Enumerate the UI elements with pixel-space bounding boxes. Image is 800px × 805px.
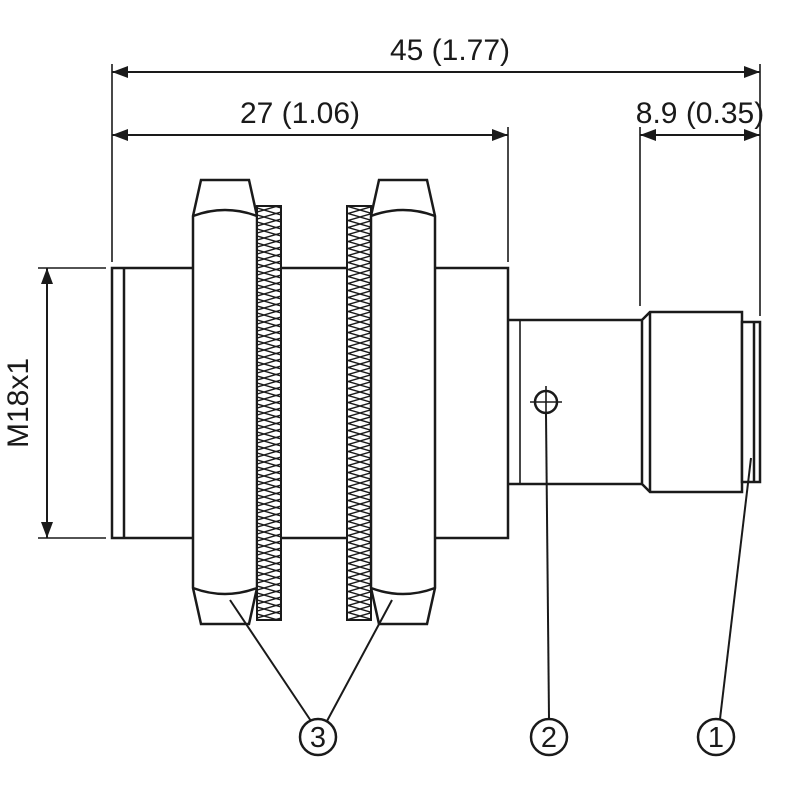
arrowhead-top-m18 xyxy=(41,268,53,284)
callout-1-label: 1 xyxy=(708,722,724,754)
hex-nut-1 xyxy=(191,178,259,626)
callout-1-leader-line xyxy=(719,457,752,720)
led-hole-centerlines xyxy=(530,386,562,418)
arrowhead-bottom-m18 xyxy=(41,522,53,538)
arrowhead-right-45 xyxy=(744,66,760,78)
callout-2-leader-line xyxy=(545,413,550,719)
hex-nut-2-facet-lines xyxy=(370,208,436,596)
callout-3: 3 xyxy=(229,599,393,757)
arrowhead-right-27 xyxy=(492,129,508,141)
extension-lines-45 xyxy=(111,64,761,316)
dimension-total-length: 45 (1.77) xyxy=(111,34,761,316)
arrowhead-left-89 xyxy=(640,129,656,141)
dimension-label-total-length: 45 (1.77) xyxy=(390,34,510,67)
sensor-body xyxy=(110,178,762,626)
callout-3-label: 3 xyxy=(310,722,326,754)
callout-2: 2 xyxy=(529,413,569,757)
callout-2-circle xyxy=(529,717,569,757)
connector-cap xyxy=(740,320,762,484)
lock-washer-2 xyxy=(346,205,372,621)
connector-block xyxy=(640,310,744,494)
neck-cylinder xyxy=(508,318,642,486)
dimension-label-connector-length: 8.9 (0.35) xyxy=(636,97,764,130)
extension-lines-m18 xyxy=(38,267,106,539)
dimension-thread: M18x1 xyxy=(2,267,106,539)
dimension-body-length: 27 (1.06) xyxy=(112,97,509,262)
arrowhead-left-45 xyxy=(112,66,128,78)
hex-nut-2 xyxy=(369,178,437,626)
arrowhead-left-27 xyxy=(112,129,128,141)
callout-2-label: 2 xyxy=(541,722,557,754)
dimension-label-body-length: 27 (1.06) xyxy=(240,97,360,130)
lock-washer-1 xyxy=(256,205,282,621)
callout-1: 1 xyxy=(696,457,752,757)
arrowhead-right-89 xyxy=(744,129,760,141)
dimension-connector-length: 8.9 (0.35) xyxy=(636,97,764,306)
callout-3-circle xyxy=(298,717,338,757)
dimension-label-thread: M18x1 xyxy=(2,358,35,448)
callout-3-leader-lines xyxy=(229,599,393,722)
threaded-barrel xyxy=(110,266,510,540)
callout-1-circle xyxy=(696,717,736,757)
hex-nut-1-facet-lines xyxy=(192,208,258,596)
